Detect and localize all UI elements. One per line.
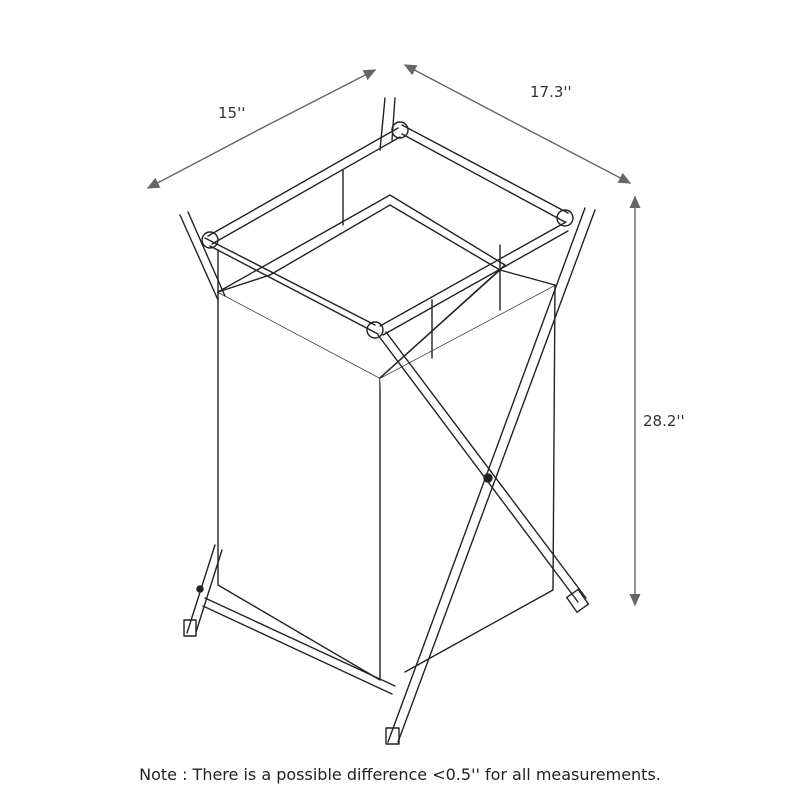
measurement-note: Note : There is a possible difference <0…: [139, 765, 661, 784]
depth-dimension-arrow: [403, 64, 518, 125]
depth-dimension-arrow: [516, 123, 632, 184]
width-dimension-arrow: [261, 69, 377, 129]
hamper-frame: [179, 97, 596, 745]
width-label: 15'': [218, 104, 246, 122]
height-label: 28.2'': [643, 412, 685, 430]
width-dimension-arrow: [146, 127, 263, 189]
depth-label: 17.3'': [530, 83, 572, 101]
